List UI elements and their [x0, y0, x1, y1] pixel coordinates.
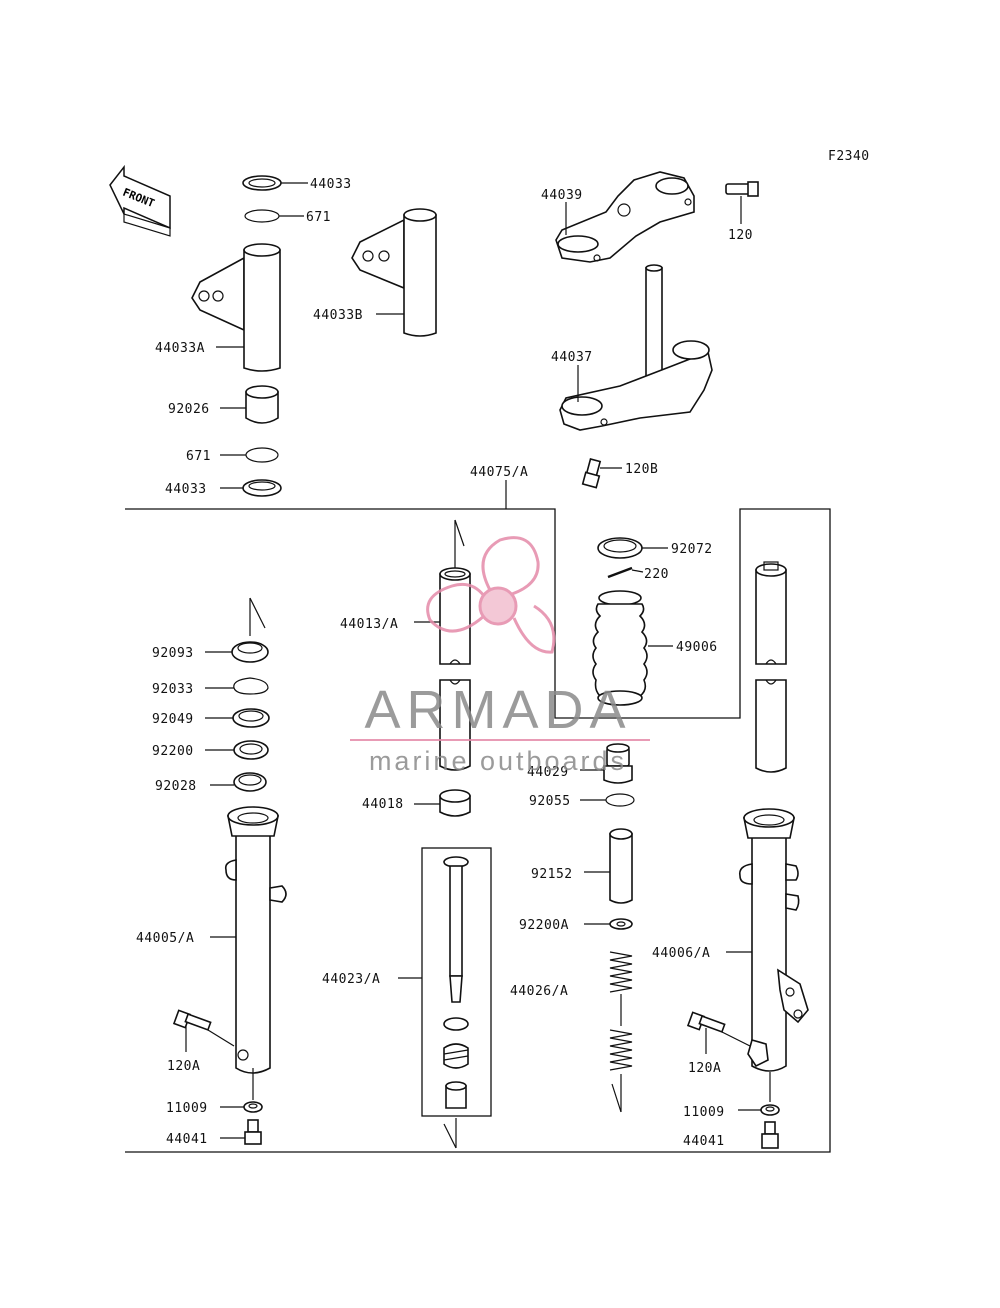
callout-44029: 44029 [527, 765, 569, 780]
part-92026 [220, 385, 279, 424]
callout-92055: 92055 [529, 794, 571, 809]
part-92028 [210, 772, 267, 792]
watermark: ARMADA marine outboards [350, 536, 650, 776]
callout-92200: 92200 [152, 744, 194, 759]
callout-92093: 92093 [152, 646, 194, 661]
part-44039 [555, 171, 695, 263]
part-44033B [351, 208, 437, 337]
callout-120: 120 [728, 228, 753, 243]
part-92055-oring [580, 793, 635, 807]
part-44033A [191, 243, 281, 372]
part-220-screw [607, 566, 644, 579]
callout-44026: 44026/A [510, 984, 568, 999]
callout-120A-left: 120A [167, 1059, 200, 1074]
callout-44041-right: 44041 [683, 1134, 725, 1149]
part-92049 [205, 708, 270, 728]
callout-92033: 92033 [152, 682, 194, 697]
callout-44005: 44005/A [136, 931, 194, 946]
watermark-tagline: marine outboards [369, 746, 627, 776]
callout-220: 220 [644, 567, 669, 582]
part-44005-outer-tube [210, 806, 287, 1100]
part-44033-bottom [220, 479, 282, 497]
callout-92026: 92026 [168, 402, 210, 417]
callout-11009-right: 11009 [683, 1105, 725, 1120]
callout-92072: 92072 [671, 542, 713, 557]
callout-671-top: 671 [306, 210, 331, 225]
part-671-top [244, 209, 304, 223]
watermark-brand: ARMADA [364, 680, 631, 740]
part-44029-cap [580, 743, 633, 784]
pointer-line-left-top [249, 597, 266, 636]
part-120A-left-bolt [172, 1009, 235, 1052]
callout-44041-left: 44041 [166, 1132, 208, 1147]
part-120A-right-bolt [686, 1011, 751, 1054]
part-44018 [414, 789, 471, 817]
assembly-frame [125, 480, 831, 1153]
part-44023-cylinder [398, 847, 492, 1149]
part-44026-spring [609, 951, 633, 1113]
part-11009-left [220, 1101, 263, 1113]
callout-92028: 92028 [155, 779, 197, 794]
callout-49006: 49006 [676, 640, 718, 655]
part-92200A-washer [584, 918, 633, 930]
callout-44033B: 44033B [313, 308, 363, 323]
part-44033-top [242, 175, 308, 191]
callout-44037: 44037 [551, 350, 593, 365]
part-120B-bolt [581, 458, 622, 489]
callout-44023: 44023/A [322, 972, 380, 987]
callout-44013: 44013/A [340, 617, 398, 632]
callout-44039: 44039 [541, 188, 583, 203]
part-92152-spacer [584, 828, 633, 904]
part-44013-inner-tube [414, 519, 471, 771]
callout-120A-right: 120A [688, 1061, 721, 1076]
callout-671-bottom: 671 [186, 449, 211, 464]
callout-11009-left: 11009 [166, 1101, 208, 1116]
callout-92152: 92152 [531, 867, 573, 882]
figure-code: F2340 [828, 149, 870, 164]
callout-44006: 44006/A [652, 946, 710, 961]
part-11009-right [738, 1104, 780, 1116]
callout-92200A: 92200A [519, 918, 569, 933]
part-44037 [559, 264, 713, 431]
part-right-inner-tube [755, 561, 787, 773]
part-120-bolt [725, 181, 759, 224]
part-49006-boot [592, 590, 673, 706]
propeller-logo-icon [426, 536, 556, 654]
callout-120B: 120B [625, 462, 658, 477]
callout-44033A: 44033A [155, 341, 205, 356]
front-arrow-icon: FRONT [109, 164, 171, 237]
callout-44018: 44018 [362, 797, 404, 812]
part-44041-right [761, 1121, 779, 1149]
part-44041-left [220, 1119, 262, 1145]
callout-44033-bottom: 44033 [165, 482, 207, 497]
part-671-bottom [220, 447, 279, 463]
part-44006-outer-tube [726, 808, 809, 1102]
callout-92049: 92049 [152, 712, 194, 727]
part-92033 [205, 677, 269, 695]
callout-44075: 44075/A [470, 465, 528, 480]
part-92200 [205, 740, 269, 760]
part-92093 [205, 641, 269, 663]
part-92072-clamp [597, 537, 668, 559]
callout-44033-top: 44033 [310, 177, 352, 192]
